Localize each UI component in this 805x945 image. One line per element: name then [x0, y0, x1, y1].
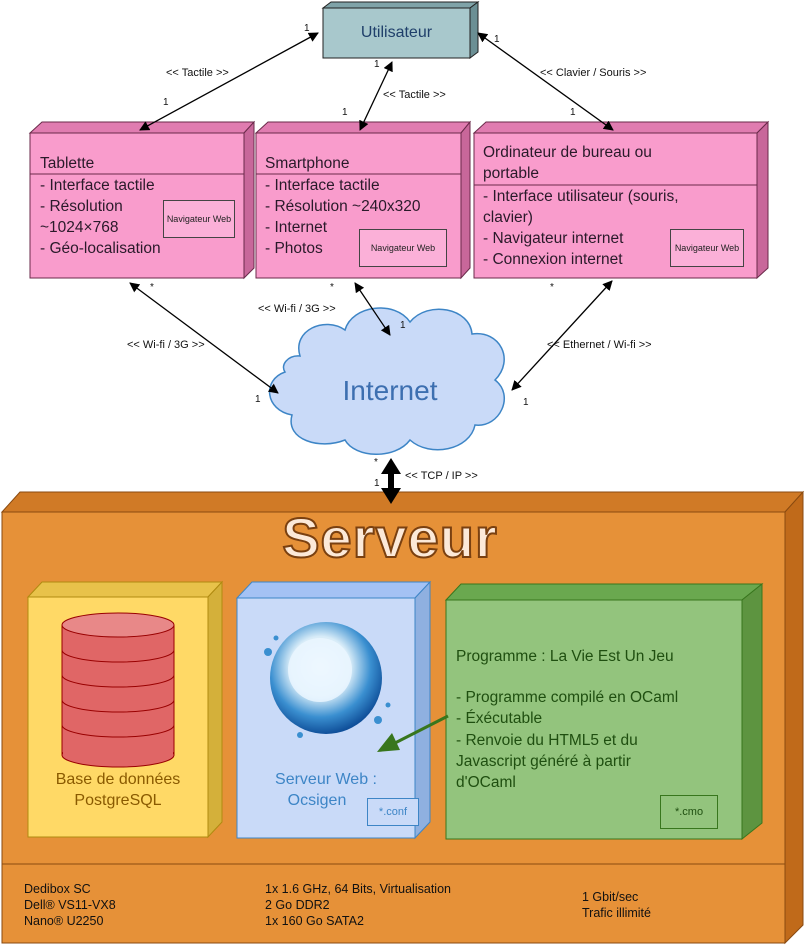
program-line-2: - Programme compilé en OCaml	[456, 689, 679, 706]
mult-internet-desktop: 1	[523, 397, 529, 408]
tablet-internet-label: << Wi-fi / 3G >>	[127, 339, 205, 351]
desktop-feature-3: - Navigateur internet	[483, 230, 624, 247]
mult-smartphone-star: *	[330, 282, 334, 293]
desktop-feature-2: clavier)	[483, 209, 533, 226]
program-line-5: Javascript généré à partir	[456, 753, 631, 770]
internet-server-label: << TCP / IP >>	[405, 470, 478, 482]
user-box	[321, 1, 480, 59]
desktop-title-2: portable	[483, 165, 540, 182]
smartphone-feature-4: - Photos	[265, 240, 323, 257]
desktop-browser-box: Navigateur Web	[670, 229, 744, 267]
mult-internet-smartphone: 1	[400, 320, 406, 331]
user-smartphone-label: << Tactile >>	[383, 89, 446, 101]
database-label-2: PostgreSQL	[74, 792, 162, 809]
mult-desktop-star: *	[550, 282, 554, 293]
program-line-3: - Éxécutable	[456, 710, 543, 727]
tcp-ip-arrow	[381, 458, 401, 504]
mult-user-tablet-bottom: 1	[163, 97, 169, 108]
program-line-6: d'OCaml	[456, 774, 516, 791]
cmo-file-box: *.cmo	[660, 795, 718, 829]
smartphone-feature-3: - Internet	[265, 219, 328, 236]
user-desktop-label: << Clavier / Souris >>	[540, 67, 647, 79]
program-to-webserver-arrow	[377, 714, 449, 752]
desktop-title-1: Ordinateur de bureau ou	[483, 144, 652, 161]
mult-internet-tablet: 1	[255, 394, 261, 405]
server-specs-hardware: Dedibox SC Dell® VS11-VX8 Nano® U2250	[24, 882, 116, 928]
tablet-title: Tablette	[40, 155, 95, 172]
server-specs-cpu: 1x 1.6 GHz, 64 Bits, Virtualisation 2 Go…	[265, 882, 451, 928]
mult-user-smartphone-bottom: 1	[342, 107, 348, 118]
connection-arrows	[129, 32, 614, 394]
smartphone-browser-box: Navigateur Web	[359, 229, 447, 267]
smartphone-title: Smartphone	[265, 155, 350, 172]
mult-user-tablet-top: 1	[304, 23, 310, 34]
internet-label: Internet	[342, 375, 438, 406]
smartphone-feature-1: - Interface tactile	[265, 177, 380, 194]
mult-user-smartphone-top: 1	[374, 59, 380, 70]
user-tablet-label: << Tactile >>	[166, 67, 229, 79]
tablet-feature-4: - Géo-localisation	[40, 240, 161, 257]
database-icon	[61, 612, 175, 768]
database-label-1: Base de données	[55, 771, 181, 788]
webserver-label-2: Ocsigen	[287, 792, 347, 809]
mult-server-one: 1	[374, 478, 380, 489]
mult-tablet-star: *	[150, 282, 154, 293]
desktop-feature-4: - Connexion internet	[483, 251, 623, 268]
mult-user-desktop-top: 1	[494, 34, 500, 45]
smartphone-internet-label: << Wi-fi / 3G >>	[258, 303, 336, 315]
mult-internet-server-star: *	[374, 457, 378, 468]
tablet-feature-2: - Résolution	[40, 198, 123, 215]
tablet-feature-3: ~1024×768	[40, 219, 119, 236]
smartphone-feature-2: - Résolution ~240x320	[265, 198, 421, 215]
program-line-4: - Renvoie du HTML5 et du	[456, 732, 638, 749]
conf-file-box: *.conf	[367, 798, 419, 826]
ocsigen-logo-icon	[264, 622, 391, 738]
server-specs-network: 1 Gbit/sec Trafic illimité	[582, 890, 651, 920]
desktop-internet-label: << Ethernet / Wi-fi >>	[547, 339, 652, 351]
user-label: Utilisateur	[360, 24, 433, 41]
mult-user-desktop-bottom: 1	[570, 107, 576, 118]
tablet-browser-box: Navigateur Web	[163, 200, 235, 238]
server-title: Serveur	[281, 505, 498, 570]
tablet-feature-1: - Interface tactile	[40, 177, 155, 194]
program-title: Programme : La Vie Est Un Jeu	[456, 648, 674, 665]
desktop-feature-1: - Interface utilisateur (souris,	[483, 188, 679, 205]
webserver-label-1: Serveur Web :	[275, 771, 377, 788]
